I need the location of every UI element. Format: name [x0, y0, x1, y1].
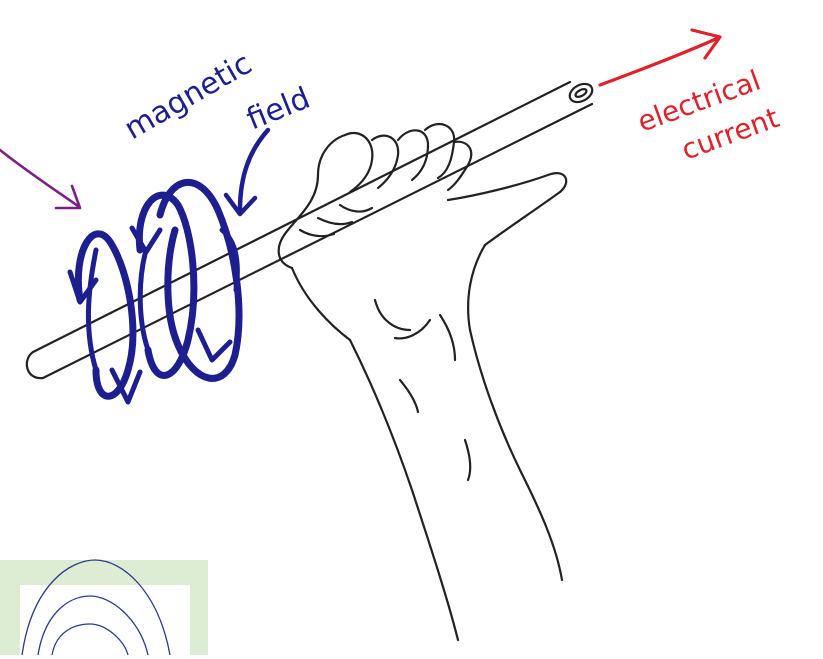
field-loop-left-back: [74, 230, 137, 400]
field-line-outer: [21, 559, 171, 656]
current-arrow-right-icon: [598, 28, 722, 87]
field-label-arrow-icon: [223, 127, 271, 217]
wire-left-end: [25, 350, 45, 380]
wire-top-edge: [31, 80, 572, 354]
wire-bottom-edge: [41, 102, 594, 380]
label-magnetic: magnetic: [119, 46, 258, 147]
field-line-middle: [37, 595, 149, 656]
label-field: field: [242, 81, 315, 138]
wire-right-opening: [568, 82, 594, 104]
wire: [25, 80, 594, 380]
field-line-inner: [51, 623, 129, 656]
pointer-arrow-icon: [0, 148, 82, 210]
magnetic-field-loops: [67, 178, 243, 405]
field-lines-inset: [0, 559, 208, 656]
field-loop-middle: [135, 191, 198, 379]
field-loop-right: [156, 178, 243, 382]
index-finger: [286, 133, 347, 232]
hand: [277, 122, 568, 642]
inset-panel: [20, 585, 190, 655]
